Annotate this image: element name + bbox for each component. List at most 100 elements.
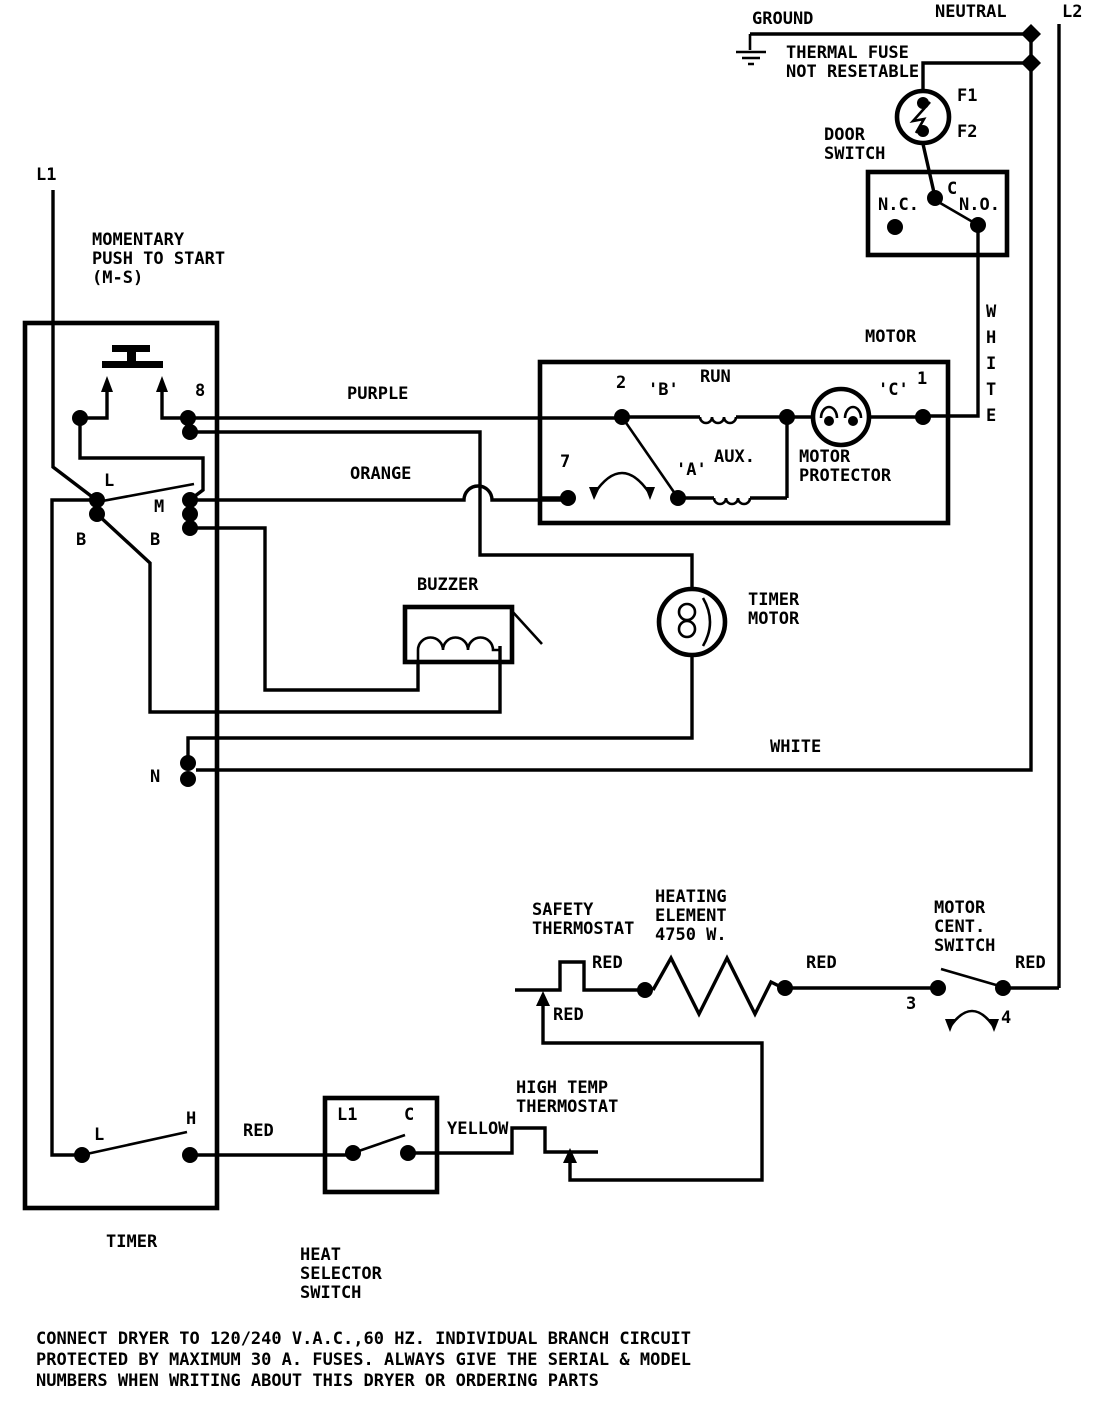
heat-selector-box — [322, 1095, 440, 1195]
red-l2-label: RED — [1015, 953, 1046, 973]
cent-switch-arrow-left — [945, 1019, 955, 1032]
red-jumper-arrow-top — [536, 991, 550, 1006]
motor-protector-body — [810, 386, 872, 448]
high-temp-thermostat-wire — [414, 1126, 598, 1155]
door-no-label: N.O. — [959, 195, 1000, 215]
door-switch-to-motor-wire — [928, 228, 980, 418]
red-timer-label: RED — [243, 1121, 274, 1141]
ground-label: GROUND — [752, 9, 814, 29]
selector-l1-label: L1 — [337, 1105, 358, 1125]
aux-winding-coil — [712, 497, 752, 506]
terminal-b-right-label: B — [150, 530, 161, 550]
selector-blade — [352, 1133, 406, 1155]
centrifugal-arrow-right — [645, 487, 655, 500]
ground-icon — [736, 34, 766, 66]
buzzer-label: BUZZER — [417, 575, 479, 595]
timer-label: TIMER — [106, 1232, 158, 1252]
terminal-m-a — [182, 492, 198, 508]
terminal-n-a — [180, 755, 196, 771]
button-right-arm — [160, 388, 188, 420]
motor-protector-label: MOTOR PROTECTOR — [799, 447, 892, 486]
motor-label: MOTOR — [865, 327, 917, 347]
door-switch-label: DOOR SWITCH — [824, 125, 886, 164]
motor-terminal-7-label: 7 — [560, 452, 571, 472]
motor-run-label: RUN — [700, 367, 731, 387]
centrifugal-arrow-left — [589, 487, 600, 500]
cent-switch-terminal-3 — [930, 980, 946, 996]
orange-wire-label: ORANGE — [350, 464, 412, 484]
motor-switch-blade — [620, 416, 680, 499]
thermal-fuse-body — [894, 88, 952, 146]
fuse-f2-label: F2 — [957, 122, 978, 142]
timer-motor-coil-a — [677, 602, 697, 622]
motor-winding-b-label: 'B' — [648, 380, 679, 400]
thermal-fuse-f1-terminal — [917, 97, 929, 109]
l-to-bottom-timer-wire — [50, 498, 95, 1157]
run-winding-coil — [698, 416, 738, 425]
terminal-m-label: M — [154, 497, 165, 517]
button-left-arm — [80, 388, 109, 420]
motor-terminal-2-label: 2 — [616, 373, 627, 393]
cent-switch-arc — [948, 1009, 996, 1028]
red-jumper-wire — [541, 1004, 764, 1182]
safety-thermostat-wire — [515, 960, 645, 992]
motor-cent-switch-label: MOTOR CENT. SWITCH — [934, 898, 996, 956]
neutral-junction-1 — [1021, 24, 1041, 44]
timer-terminal-l-label: L — [94, 1125, 105, 1145]
l1-feed-wire — [51, 190, 97, 501]
timer-terminal-h — [182, 1147, 198, 1163]
buzzer-coil — [416, 636, 500, 660]
yellow-wire-label: YELLOW — [447, 1119, 509, 1139]
cent-switch-arrow-right — [989, 1019, 999, 1032]
motor-terminal-1-label: 1 — [917, 369, 928, 389]
motor-winding-c-label: 'C' — [878, 380, 909, 400]
red-element-label: RED — [806, 953, 837, 973]
l2-label: L2 — [1062, 2, 1083, 22]
start-switch-label: MOMENTARY PUSH TO START (M-S) — [92, 230, 226, 288]
cent-terminal-4-label: 4 — [1001, 1008, 1012, 1028]
timer-terminal-h-label: H — [186, 1109, 197, 1129]
purple-wire-label: PURPLE — [347, 384, 409, 404]
terminal-m-b — [182, 506, 198, 522]
motor-terminal-2 — [614, 409, 630, 425]
high-temp-thermostat-label: HIGH TEMP THERMOSTAT — [516, 1078, 619, 1117]
heating-element-zigzag — [651, 954, 786, 1018]
motor-protector-contact-arcs — [819, 405, 863, 419]
motor-aux-wire — [541, 419, 789, 500]
thermal-fuse-feed-wire — [921, 61, 1031, 92]
timer-motor-label: TIMER MOTOR — [748, 590, 800, 629]
buzzer-lever — [510, 609, 543, 645]
motor-terminal-1 — [915, 409, 931, 425]
cent-terminal-3-label: 3 — [906, 994, 917, 1014]
terminal-n-b — [180, 771, 196, 787]
element-left-terminal — [637, 982, 653, 998]
terminal-l-a — [89, 492, 105, 508]
button-arrow-right — [156, 376, 168, 392]
push-button-stem — [127, 351, 136, 362]
white-wire-label: WHITE — [770, 737, 822, 757]
thermal-fuse-element-icon — [909, 101, 931, 134]
selector-c-label: C — [404, 1105, 415, 1125]
terminal-b-left-label: B — [76, 530, 87, 550]
cent-switch-blade — [940, 967, 1004, 989]
door-nc-label: N.C. — [878, 195, 919, 215]
selector-terminal-c — [400, 1145, 416, 1161]
button-left-terminal — [72, 410, 88, 426]
door-switch-nc-terminal — [887, 219, 903, 235]
timer-box — [22, 320, 220, 1211]
motor-winding-a-label: 'A' — [676, 460, 707, 480]
motor-protector-contact-left — [824, 416, 834, 426]
red-jumper-arrow-bottom — [563, 1148, 577, 1163]
push-button-base — [102, 361, 163, 368]
heating-element-label: HEATING ELEMENT 4750 W. — [655, 887, 727, 945]
button-to-m-wire — [78, 420, 205, 501]
door-switch-blade — [934, 198, 979, 227]
timer-motor-coil-b — [677, 619, 697, 639]
button-arrow-left — [101, 376, 113, 392]
motor-protector-contact-right — [848, 416, 858, 426]
motor-terminal-7 — [560, 490, 576, 506]
l-to-buzzer-wire — [95, 512, 502, 714]
red-safety-label: RED — [592, 953, 623, 973]
